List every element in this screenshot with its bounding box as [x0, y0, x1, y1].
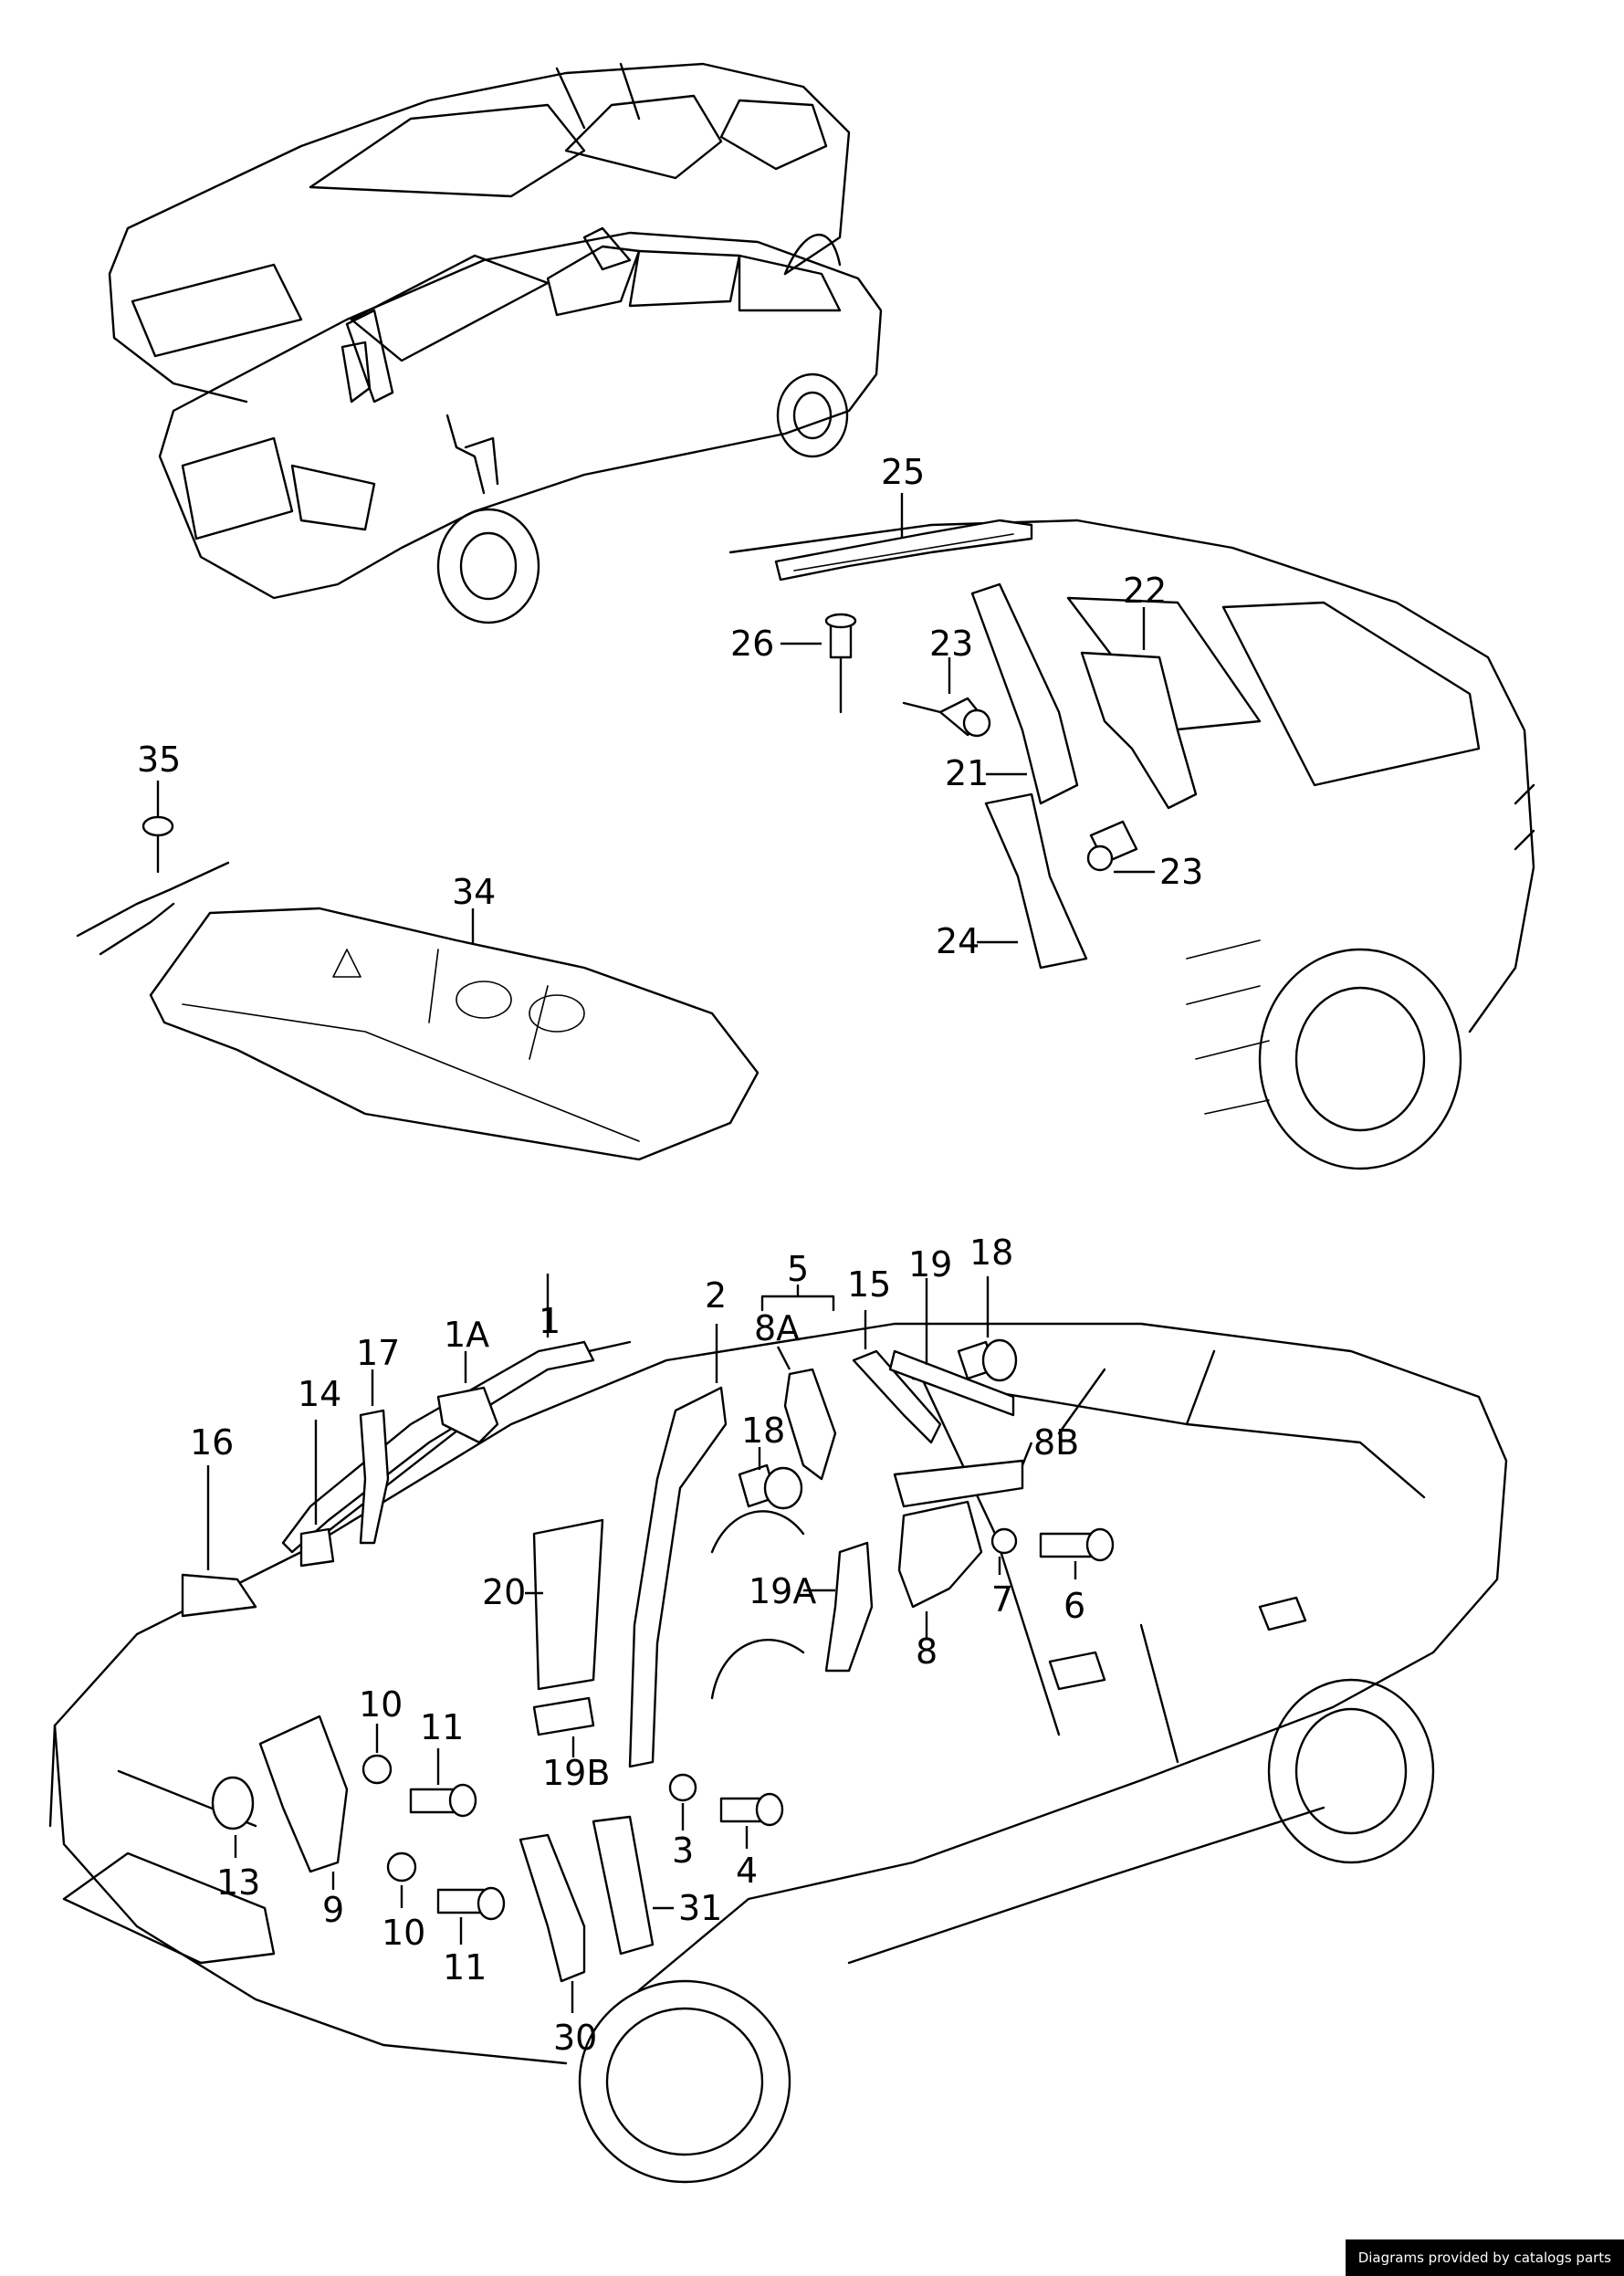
- part-31-panel: [592, 1815, 674, 1956]
- part-19B-block: [532, 1696, 595, 1757]
- callout-26: 26: [730, 624, 774, 664]
- callout-24: 24: [936, 921, 980, 961]
- callout-labels: 25 26 23 22 21 23 24 35 34 5 2 15 19 18 …: [137, 452, 1203, 2058]
- part-21-b-pillar-trim: [970, 582, 1079, 805]
- front-car-cutaway-outline: [48, 1322, 1508, 2184]
- callout-4: 4: [736, 1851, 758, 1891]
- part-14-clip: [299, 1420, 335, 1568]
- callout-6: 6: [1063, 1586, 1085, 1626]
- callout-1A: 1A: [444, 1315, 489, 1355]
- part-8-pad: [897, 1500, 983, 1639]
- callout-20: 20: [482, 1572, 526, 1612]
- callout-18: 18: [741, 1411, 785, 1451]
- part-10-washer-lower: [386, 1851, 417, 1908]
- callout-19B: 19B: [542, 1753, 610, 1793]
- callout-31: 31: [678, 1888, 722, 1928]
- callout-23: 23: [929, 624, 973, 664]
- part-34-floor-pan: [149, 907, 760, 1161]
- part-13-grommet: [211, 1776, 255, 1858]
- callout-15: 15: [847, 1264, 891, 1305]
- callout-11: 11: [443, 1947, 487, 1988]
- callout-5: 5: [787, 1249, 809, 1289]
- part-8B-pad: [893, 1442, 1033, 1508]
- part-11-screw-lower: [436, 1886, 506, 1945]
- callout-13: 13: [216, 1862, 260, 1903]
- part-23-clip-lower: [1086, 820, 1155, 874]
- wagon-car-outline: [108, 62, 851, 404]
- callout-11: 11: [420, 1707, 464, 1747]
- callout-18: 18: [969, 1232, 1013, 1273]
- callout-1: 1: [539, 1301, 561, 1341]
- callout-23: 23: [1159, 852, 1203, 892]
- callout-10: 10: [359, 1684, 403, 1725]
- part-18-clip-upper: [957, 1276, 1018, 1382]
- callout-7: 7: [991, 1579, 1013, 1620]
- callout-14: 14: [298, 1374, 341, 1414]
- part-6-screw: [1039, 1527, 1115, 1579]
- part-16-bracket: [181, 1465, 257, 1618]
- part-18-clip-lower: [738, 1447, 803, 1510]
- callout-8B: 8B: [1033, 1422, 1079, 1463]
- callout-17: 17: [356, 1333, 400, 1373]
- callout-8A: 8A: [754, 1308, 800, 1348]
- callout-2: 2: [705, 1275, 727, 1316]
- callout-30: 30: [553, 2018, 597, 2058]
- part-5-bracket: [760, 1284, 835, 1312]
- callout-34: 34: [452, 872, 496, 912]
- part-15-strip: [852, 1310, 942, 1444]
- part-22-sound-pad: [1080, 607, 1198, 810]
- part-30-bracket: [519, 1833, 586, 2013]
- credit-banner: Diagrams provided by catalogs parts: [1345, 2239, 1624, 2276]
- part-19A-pad: [803, 1541, 874, 1673]
- part-3-washer: [668, 1773, 697, 1830]
- part-1A-clip: [436, 1351, 499, 1444]
- callout-10: 10: [382, 1913, 425, 1953]
- part-17-bracket: [359, 1369, 390, 1545]
- part-23-clip-upper: [902, 657, 991, 738]
- callout-25: 25: [881, 452, 925, 492]
- part-26-pin: [781, 613, 857, 714]
- part-8A-pad: [776, 1346, 837, 1481]
- part-20-pad: [525, 1518, 604, 1691]
- part-9-bracket: [258, 1715, 349, 1890]
- callout-8: 8: [916, 1631, 938, 1672]
- part-4-screw: [719, 1792, 784, 1849]
- callout-19: 19: [908, 1244, 952, 1285]
- part-10-washer-upper: [361, 1724, 393, 1785]
- callout-21: 21: [945, 753, 989, 793]
- part-2-b-pillar-trim: [628, 1324, 728, 1768]
- part-35-screw: [76, 781, 230, 956]
- sedan-car-outline: [158, 226, 883, 624]
- part-11-screw-upper: [409, 1748, 477, 1818]
- part-7-washer: [990, 1527, 1018, 1575]
- callout-3: 3: [672, 1830, 694, 1871]
- callout-16: 16: [190, 1422, 234, 1463]
- callout-19A: 19A: [749, 1571, 816, 1611]
- part-24-c-pillar-trim: [977, 792, 1088, 970]
- callout-22: 22: [1123, 571, 1167, 611]
- callout-35: 35: [137, 739, 181, 780]
- part-19-strip: [888, 1278, 1015, 1417]
- part-25-roof-rail: [774, 493, 1033, 582]
- callout-9: 9: [322, 1890, 344, 1930]
